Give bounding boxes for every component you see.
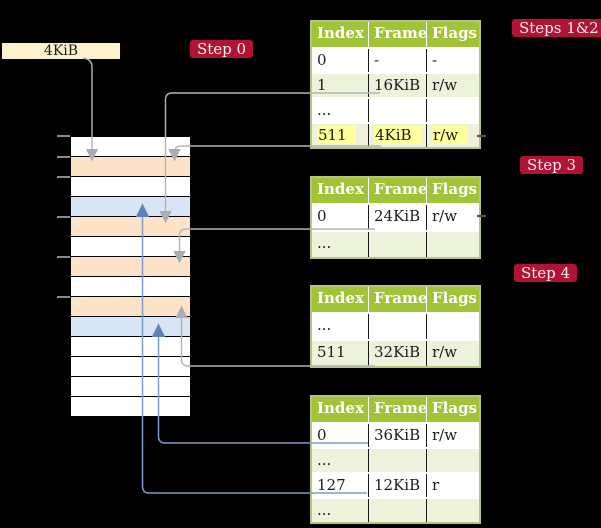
memory-frame-row-10: [71, 337, 190, 357]
table-cell: [368, 232, 426, 257]
table-cell: r/w: [426, 205, 479, 230]
column-header-frame: Frame: [368, 178, 426, 203]
memory-frame-row-8: [71, 297, 190, 317]
address-tick: [57, 176, 70, 178]
table-cell: ...: [317, 316, 332, 334]
table-cell: ...: [317, 101, 332, 119]
table-cell: 511: [312, 124, 368, 147]
table-cell: r/w: [426, 124, 479, 147]
table-row-1: ...: [312, 230, 479, 257]
table-cell: [368, 99, 426, 122]
table-cell: [426, 499, 479, 522]
memory-frame-row-6: [71, 257, 190, 277]
column-header-index: Index: [317, 24, 364, 42]
memory-frame-row-1: [71, 157, 190, 177]
memory-frame-row-5: [71, 237, 190, 257]
table-cell: [368, 314, 426, 339]
column-header-flags: Flags: [426, 22, 479, 47]
column-header-index: Index: [317, 180, 364, 198]
table-cell: -: [426, 49, 479, 72]
table-cell: 0: [317, 207, 327, 225]
memory-frame-row-13: [71, 397, 190, 416]
column-header-frame: Frame: [368, 397, 426, 422]
memory-frame-row-11: [71, 357, 190, 377]
table-cell: ...: [317, 501, 332, 519]
table-cell: 511: [317, 343, 346, 361]
table-row-1: ...: [312, 447, 479, 472]
column-header-frame: Frame: [368, 287, 426, 312]
table-cell: 36KiB: [368, 424, 426, 447]
physical-memory-column: [70, 136, 191, 417]
column-header-frame: Frame: [368, 22, 426, 47]
memory-frame-row-9: [71, 317, 190, 337]
column-header-flags: Flags: [426, 287, 479, 312]
steps-1-2-badge: Steps 1&2: [512, 19, 601, 37]
table-cell: 4KiB: [368, 124, 426, 147]
table-cell: [426, 449, 479, 472]
table-cell: 0: [317, 426, 327, 444]
table-cell: 127: [317, 476, 346, 494]
table-cell: [426, 314, 479, 339]
table-cell: 1: [317, 76, 327, 94]
table-cell: r/w: [426, 74, 479, 97]
memory-frame-row-3: [71, 197, 190, 217]
table-cell: [426, 232, 479, 257]
table-cell: ...: [317, 451, 332, 469]
table-cell: [426, 99, 479, 122]
table-cell: r: [426, 474, 479, 497]
address-tick: [57, 216, 70, 218]
table-cell: 32KiB: [368, 341, 426, 366]
table-cell: 24KiB: [368, 205, 426, 230]
column-header-index: Index: [317, 399, 364, 417]
address-tick: [57, 256, 70, 258]
address-tick: [57, 135, 70, 137]
address-tick: [57, 156, 70, 158]
table-row-3: ...: [312, 497, 479, 522]
column-header-index: Index: [317, 289, 364, 307]
step-0-badge: Step 0: [190, 40, 254, 58]
table-cell: 16KiB: [368, 74, 426, 97]
table-cell: r/w: [426, 424, 479, 447]
column-header-flags: Flags: [426, 178, 479, 203]
table-cell: 12KiB: [368, 474, 426, 497]
table-row-2: ...: [312, 97, 479, 122]
step-3-badge: Step 3: [520, 156, 584, 174]
memory-frame-row-7: [71, 277, 190, 297]
table-cell: -: [368, 49, 426, 72]
table-cell: 0: [317, 51, 327, 69]
frame-size-label: 4KiB: [2, 43, 120, 59]
column-header-flags: Flags: [426, 397, 479, 422]
table-row-0: 0 --: [312, 47, 479, 72]
memory-frame-row-4: [71, 217, 190, 237]
address-tick: [57, 296, 70, 298]
memory-frame-row-2: [71, 177, 190, 197]
memory-frame-row-0: [71, 137, 190, 157]
table-cell: [368, 499, 426, 522]
table-row-0: ...: [312, 312, 479, 339]
table-cell: r/w: [426, 341, 479, 366]
memory-frame-row-12: [71, 377, 190, 397]
step-4-badge: Step 4: [514, 264, 578, 282]
table-cell: ...: [317, 234, 332, 252]
table-cell: [368, 449, 426, 472]
